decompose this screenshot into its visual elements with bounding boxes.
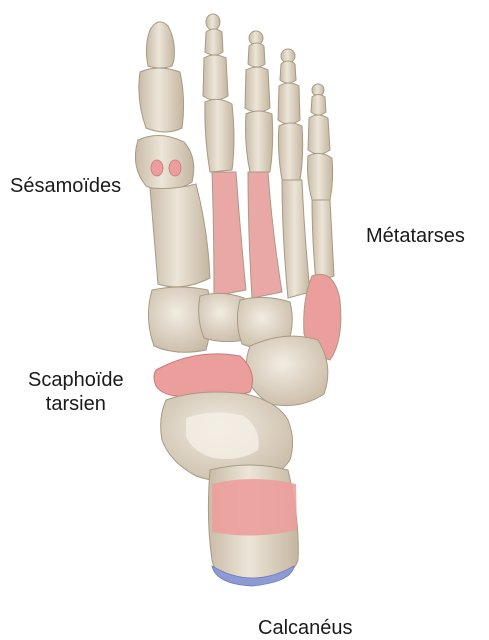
third-metatarsal — [248, 172, 282, 298]
label-calcaneus: Calcanéus — [258, 616, 353, 640]
label-scaphoide-tarsien: Scaphoïde tarsien — [28, 368, 124, 416]
sesamoid-lateral — [169, 160, 181, 176]
fourth-toe — [278, 49, 303, 180]
label-scaphoide-line2: tarsien — [28, 392, 124, 416]
sesamoid-medial — [151, 160, 163, 176]
fifth-toe — [308, 84, 333, 200]
fifth-metatarsal — [312, 200, 334, 282]
calcaneus — [208, 465, 298, 586]
label-scaphoide-line1: Scaphoïde — [28, 368, 124, 392]
third-toe — [245, 31, 273, 172]
fourth-metatarsal — [282, 180, 310, 298]
hallux-distal-phalanx — [146, 22, 174, 68]
calcaneus-highlight-band — [212, 479, 297, 536]
second-metatarsal — [212, 172, 246, 296]
hallux — [135, 22, 210, 287]
first-metatarsal-shaft — [150, 184, 210, 287]
label-sesamoides: Sésamoïdes — [10, 174, 121, 198]
navicular-bone — [154, 354, 252, 397]
first-metatarsal-head — [135, 135, 193, 190]
cuboid — [246, 336, 328, 405]
label-metatarses: Métatarses — [366, 224, 465, 248]
second-toe — [203, 14, 234, 172]
hallux-proximal-phalanx — [139, 68, 184, 132]
